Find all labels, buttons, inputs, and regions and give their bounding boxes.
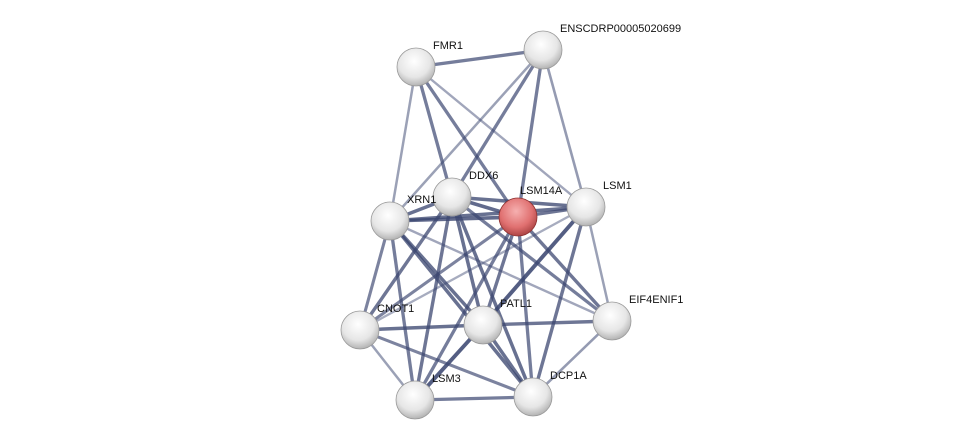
edge-ddx6-lsm3[interactable] <box>413 196 454 401</box>
node-dcp1a[interactable] <box>513 377 553 417</box>
edge-xrn1-lsm1[interactable] <box>389 205 587 223</box>
node-layer <box>340 30 632 420</box>
edge-ens-xrn1[interactable] <box>389 49 544 222</box>
node-fmr1[interactable] <box>396 47 436 87</box>
edge-ens-lsm14a[interactable] <box>516 49 545 218</box>
edge-fmr1-lsm14a[interactable] <box>414 66 520 218</box>
node-label-lsm1: LSM1 <box>603 180 632 192</box>
edge-lsm14a-eif4enif1[interactable] <box>516 215 614 323</box>
node-label-cnot1: CNOT1 <box>377 303 414 315</box>
node-label-patl1: PATL1 <box>500 298 532 310</box>
node-label-fmr1: FMR1 <box>433 40 463 52</box>
node-label-eif4enif1: EIF4ENIF1 <box>629 294 683 306</box>
edge-fmr1-xrn1[interactable] <box>388 66 418 222</box>
edge-cnot1-patl1[interactable] <box>359 323 484 332</box>
node-lsm3[interactable] <box>395 380 435 420</box>
edge-fmr1-ens[interactable] <box>415 48 544 69</box>
edge-lsm14a-dcp1a[interactable] <box>516 216 535 398</box>
edge-xrn1-dcp1a[interactable] <box>388 219 535 399</box>
edge-patl1-eif4enif1[interactable] <box>482 319 613 327</box>
edge-lsm14a-cnot1[interactable] <box>359 215 519 332</box>
node-cnot1[interactable] <box>340 310 380 350</box>
edge-lsm14a-lsm3[interactable] <box>413 216 520 401</box>
edge-lsm3-dcp1a[interactable] <box>414 395 534 402</box>
edge-lsm1-patl1[interactable] <box>481 205 588 327</box>
node-label-lsm14a: LSM14A <box>520 185 563 197</box>
edge-fmr1-ddx6[interactable] <box>414 66 454 198</box>
node-eif4enif1[interactable] <box>592 301 632 341</box>
edge-ens-lsm1[interactable] <box>541 49 588 208</box>
node-label-xrn1: XRN1 <box>407 194 436 206</box>
node-label-ddx6: DDX6 <box>469 170 498 182</box>
edge-xrn1-lsm3[interactable] <box>388 220 417 401</box>
node-ens[interactable] <box>523 30 563 70</box>
edge-fmr1-lsm1[interactable] <box>415 66 587 208</box>
node-xrn1[interactable] <box>370 201 410 241</box>
node-lsm1[interactable] <box>566 187 606 227</box>
node-label-lsm3: LSM3 <box>432 373 461 385</box>
node-ddx6[interactable] <box>432 177 472 217</box>
node-patl1[interactable] <box>463 305 503 345</box>
edge-lsm1-dcp1a[interactable] <box>531 206 588 398</box>
node-label-ens: ENSCDRP00005020699 <box>560 23 681 35</box>
edge-lsm1-cnot1[interactable] <box>359 205 587 332</box>
edge-lsm1-eif4enif1[interactable] <box>584 206 614 322</box>
node-lsm14a[interactable] <box>498 197 538 237</box>
node-label-dcp1a: DCP1A <box>550 370 587 382</box>
edge-ens-ddx6[interactable] <box>450 49 545 198</box>
